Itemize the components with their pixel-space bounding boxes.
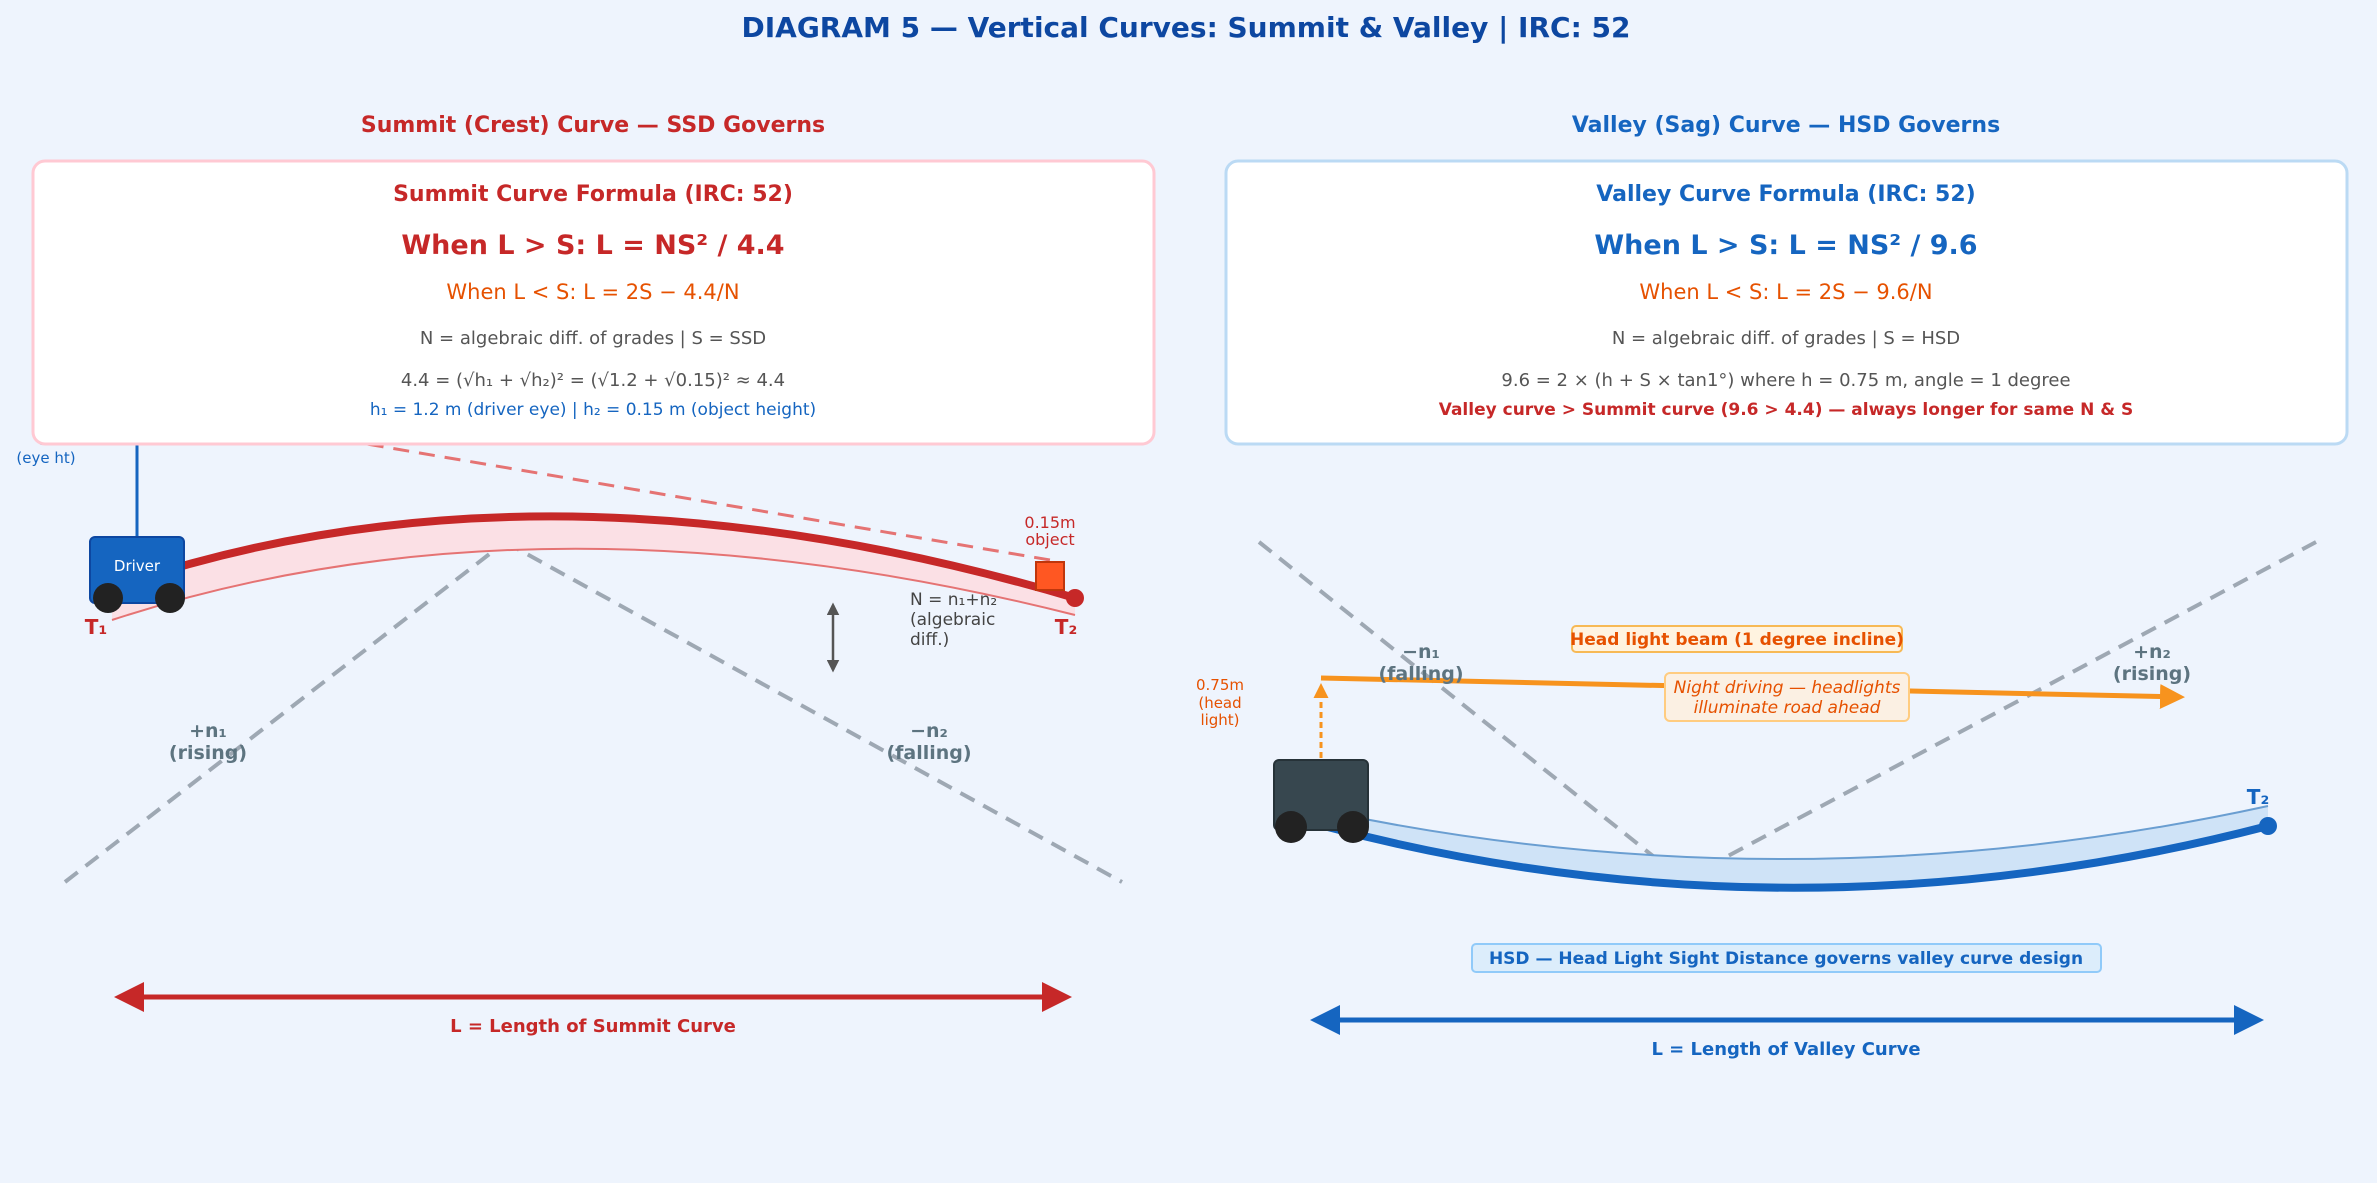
valley-grade2-label: +n₂ xyxy=(2133,641,2171,663)
valley-formula-alt: When L < S: L = 2S − 9.6/N xyxy=(1639,280,1932,304)
summit-t2-point xyxy=(1066,589,1084,607)
headlight-height-label-2: (head xyxy=(1198,694,1241,712)
valley-t2-label: T₂ xyxy=(2247,785,2269,809)
valley-rising-grade-line xyxy=(1682,540,2317,882)
summit-curve xyxy=(108,512,1079,602)
valley-curve-inner-edge xyxy=(1319,805,2269,860)
summit-formula-title: Summit Curve Formula (IRC: 52) xyxy=(393,182,793,207)
beam-label-box: Head light beam (1 degree incline) xyxy=(1570,625,1904,653)
n-label-line2: (algebraic xyxy=(910,610,995,630)
summit-panel: Summit (Crest) Curve — SSD Governs Drive… xyxy=(16,113,1156,1037)
summit-heights-note: h₁ = 1.2 m (driver eye) | h₂ = 0.15 m (o… xyxy=(370,400,816,420)
object-height-label: 0.15m xyxy=(1024,513,1075,532)
valley-falling-grade-line xyxy=(1257,540,1685,882)
valley-panel: Valley (Sag) Curve — HSD Governs T₂ 0.75… xyxy=(1196,113,2349,1060)
summit-formula-alt: When L < S: L = 2S − 4.4/N xyxy=(446,280,739,304)
car-icon xyxy=(1273,759,1369,843)
summit-grade2-label: −n₂ xyxy=(910,720,948,742)
night-note-line1: Night driving — headlights xyxy=(1674,678,1901,698)
summit-heading: Summit (Crest) Curve — SSD Governs xyxy=(361,113,825,138)
night-driving-note: Night driving — headlights illuminate ro… xyxy=(1664,672,1910,722)
valley-formula-main: When L > S: L = NS² / 9.6 xyxy=(1594,230,1977,261)
summit-formula-main: When L > S: L = NS² / 4.4 xyxy=(401,230,784,261)
driver-label: Driver xyxy=(114,557,161,575)
valley-comparison-note: Valley curve > Summit curve (9.6 > 4.4) … xyxy=(1439,400,2134,420)
car-icon: Driver xyxy=(89,536,185,613)
summit-falling-grade-line xyxy=(504,540,1123,884)
summit-definitions: N = algebraic diff. of grades | S = SSD xyxy=(420,328,766,349)
valley-heading: Valley (Sag) Curve — HSD Governs xyxy=(1572,113,2000,138)
valley-grade1-desc: (falling) xyxy=(1378,663,1463,685)
valley-length-label: L = Length of Valley Curve xyxy=(1651,1039,1920,1060)
obstacle-square-icon xyxy=(1035,561,1065,591)
summit-curve-inner-edge xyxy=(111,547,1076,621)
night-note-line2: illuminate road ahead xyxy=(1694,698,1881,718)
object-label: object xyxy=(1025,530,1074,549)
valley-definitions: N = algebraic diff. of grades | S = HSD xyxy=(1612,328,1960,349)
n-label-line3: diff.) xyxy=(910,630,949,650)
summit-length-label: L = Length of Summit Curve xyxy=(450,1016,736,1037)
valley-grade2-desc: (rising) xyxy=(2113,663,2191,685)
valley-formula-box: Valley Curve Formula (IRC: 52) When L > … xyxy=(1224,159,2349,446)
valley-curve-band xyxy=(1320,806,2268,888)
page-title: DIAGRAM 5 — Vertical Curves: Summit & Va… xyxy=(741,11,1630,44)
summit-grade1-desc: (rising) xyxy=(169,742,247,764)
summit-t1-label: T₁ xyxy=(85,615,107,639)
hsd-note-box: HSD — Head Light Sight Distance governs … xyxy=(1471,943,2102,973)
summit-grade2-desc: (falling) xyxy=(886,742,971,764)
headlight-height-label-3: light) xyxy=(1200,711,1239,729)
summit-rising-grade-line xyxy=(63,540,507,884)
summit-derivation: 4.4 = (√h₁ + √h₂)² = (√1.2 + √0.15)² ≈ 4… xyxy=(401,370,785,391)
valley-curve xyxy=(1316,821,2272,892)
valley-grade1-label: −n₁ xyxy=(1402,641,1440,663)
n-label: N = n₁+n₂ xyxy=(910,590,997,610)
headlight-height-label: 0.75m xyxy=(1196,676,1244,694)
valley-derivation: 9.6 = 2 × (h + S × tan1°) where h = 0.75… xyxy=(1501,370,2070,391)
hsd-note: HSD — Head Light Sight Distance governs … xyxy=(1489,949,2083,969)
beam-label: Head light beam (1 degree incline) xyxy=(1570,630,1904,650)
summit-formula-box: Summit Curve Formula (IRC: 52) When L > … xyxy=(31,159,1156,446)
summit-t2-label: T₂ xyxy=(1055,615,1077,639)
valley-formula-title: Valley Curve Formula (IRC: 52) xyxy=(1596,182,1975,207)
valley-t2-point xyxy=(2259,817,2277,835)
eye-height-label-sub: (eye ht) xyxy=(16,449,75,467)
summit-grade1-label: +n₁ xyxy=(189,720,227,742)
